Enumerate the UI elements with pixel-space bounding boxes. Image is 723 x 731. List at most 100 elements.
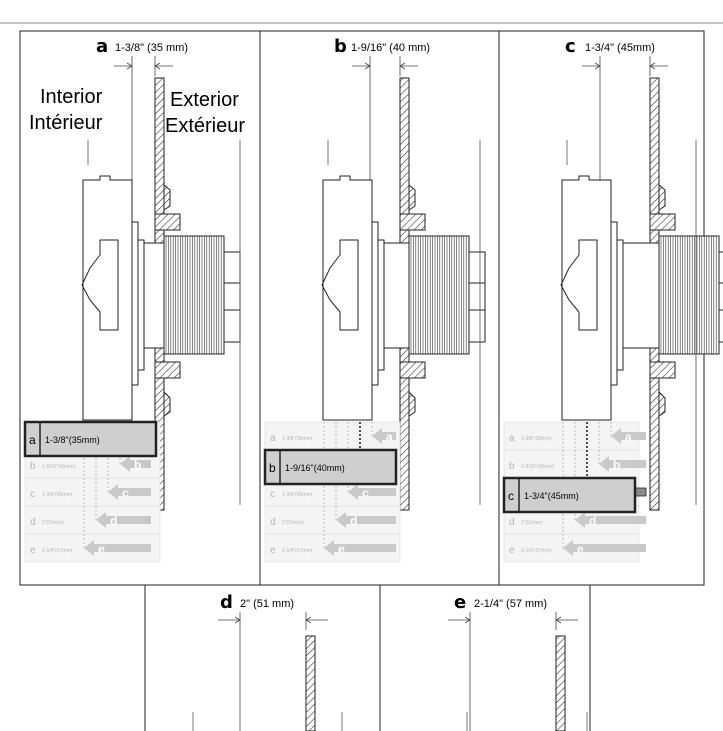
interior-housing (82, 175, 133, 421)
svg-text:c: c (565, 36, 576, 57)
thickness-arrow (348, 484, 396, 500)
gasket-hatched (163, 390, 171, 417)
size-table-letter: d (509, 517, 515, 528)
size-table-value: 2"(51mm) (521, 520, 543, 526)
selected-size-value: 1-9/16"(40mm) (285, 463, 345, 473)
thickness-arrow (599, 456, 646, 472)
interior-label-fr: Intérieur (29, 112, 103, 134)
interior-housing-step (132, 221, 139, 386)
escutcheon-ring-hatched (154, 361, 181, 379)
size-table-value: 1-3/4"(45mm) (42, 492, 73, 498)
thickness-arrow-letter: d (589, 514, 596, 528)
exterior-trim-hatched (555, 635, 566, 731)
panel-b: a1-3/8"(35mm)ab1-9/16"(40mm)bc1-3/4"(45m… (263, 56, 486, 563)
thickness-arrow-letter: e (98, 542, 105, 556)
thickness-arrow (575, 512, 646, 528)
size-table-letter: a (509, 433, 515, 444)
selected-size-value: 1-3/8"(35mm) (45, 435, 100, 445)
interior-housing-step (611, 221, 618, 386)
size-table-letter: b (509, 461, 515, 472)
thickness-arrow (84, 540, 151, 556)
size-table-letter: c (30, 489, 35, 500)
gasket-hatched (163, 183, 171, 211)
size-table-letter: d (270, 517, 276, 528)
selected-size-box (263, 448, 398, 486)
dimension-arrowhead (594, 62, 601, 70)
svg-text:2" (51 mm): 2" (51 mm) (240, 598, 294, 610)
panel-e-partial (448, 612, 588, 731)
size-table-value: 2"(51mm) (42, 520, 64, 526)
dimension-arrowhead (154, 62, 161, 70)
tailpiece-body (578, 239, 598, 331)
cylinder-collar (143, 242, 165, 349)
selected-size-letter: a (29, 433, 36, 447)
panel-a-caption: a 1-3/8" (35 mm) (96, 36, 188, 57)
interior-housing (322, 175, 373, 421)
size-table-value: 1-9/16"(40mm) (521, 464, 555, 470)
svg-text:2-1/4" (57 mm): 2-1/4" (57 mm) (474, 598, 547, 610)
size-table-letter: b (30, 461, 36, 472)
svg-text:1-3/4" (45mm): 1-3/4" (45mm) (585, 42, 655, 54)
size-table-value: 1-3/8"(35mm) (282, 436, 313, 442)
size-table-letter: a (270, 433, 276, 444)
selected-size-letter: c (508, 489, 514, 503)
size-table-value: 2-1/4"(57mm) (282, 548, 313, 554)
dimension-arrowhead (399, 62, 406, 70)
size-table-letter: e (509, 545, 515, 556)
exterior-trim-hatched (305, 635, 316, 731)
exterior-stub (468, 251, 486, 343)
thickness-arrow-letter: c (362, 486, 369, 500)
tailpiece-body (339, 239, 359, 331)
escutcheon-ring-hatched (649, 213, 676, 231)
svg-text:1-3/8" (35 mm): 1-3/8" (35 mm) (115, 42, 188, 54)
panel-b-caption: b 1-9/16" (40 mm) (334, 36, 430, 57)
exterior-label-fr: Extérieur (165, 115, 245, 137)
panel-c: a1-3/8"(35mm)ab1-9/16"(40mm)bc1-3/4"(45m… (502, 56, 723, 563)
size-table-value: 1-9/16"(40mm) (42, 464, 76, 470)
thickness-arrow (336, 512, 396, 528)
size-table-value: 1-3/8"(35mm) (521, 436, 552, 442)
thickness-arrow-letter: b (613, 458, 620, 472)
size-table-letter: e (270, 545, 276, 556)
thickness-arrow (611, 428, 646, 444)
panel-c-caption: c 1-3/4" (45mm) (565, 36, 655, 57)
thickness-arrow-letter: a (386, 430, 393, 444)
interior-housing-step (617, 239, 624, 371)
panel-e-caption: e 2-1/4" (57 mm) (454, 592, 547, 613)
panel-a: a1-3/8"(35mm)ab1-9/16"(40mm)bc1-3/4"(45m… (23, 56, 241, 563)
tailpiece-shape (560, 254, 580, 313)
dimension-arrowhead (464, 616, 471, 624)
gasket-hatched (408, 183, 416, 211)
dimension-arrowhead (234, 616, 241, 624)
dimension-arrowhead (305, 616, 312, 624)
escutcheon-ring-hatched (154, 213, 181, 231)
dimension-arrowhead (126, 62, 133, 70)
dimension-arrowhead (364, 62, 371, 70)
selected-size-box (502, 476, 637, 514)
selected-size-box (23, 420, 158, 458)
selected-size-letter: b (269, 461, 276, 475)
thickness-arrow-letter: e (338, 542, 345, 556)
tailpiece-shape (321, 254, 341, 313)
cylinder-collar (622, 242, 660, 349)
thickness-arrow-letter: c (122, 486, 129, 500)
interior-housing-step (372, 221, 379, 386)
thickness-arrow-letter: d (110, 514, 117, 528)
gasket-hatched (658, 390, 666, 417)
tailpiece-body (99, 239, 119, 331)
size-table-letter: c (270, 489, 275, 500)
exterior-stub (223, 251, 241, 343)
size-table-letter: e (30, 545, 36, 556)
thickness-arrow (372, 428, 396, 444)
dimension-arrowhead (649, 62, 656, 70)
thickness-arrow (563, 540, 646, 556)
svg-text:1-9/16" (40 mm): 1-9/16" (40 mm) (351, 42, 430, 54)
size-table-value: 2-1/4"(57mm) (42, 548, 73, 554)
thickness-arrow (108, 484, 151, 500)
thickness-arrow-letter: d (350, 514, 357, 528)
svg-text:a: a (96, 36, 108, 57)
escutcheon-ring-hatched (399, 361, 426, 379)
thickness-arrow-letter: b (134, 458, 141, 472)
svg-text:d: d (220, 592, 233, 613)
